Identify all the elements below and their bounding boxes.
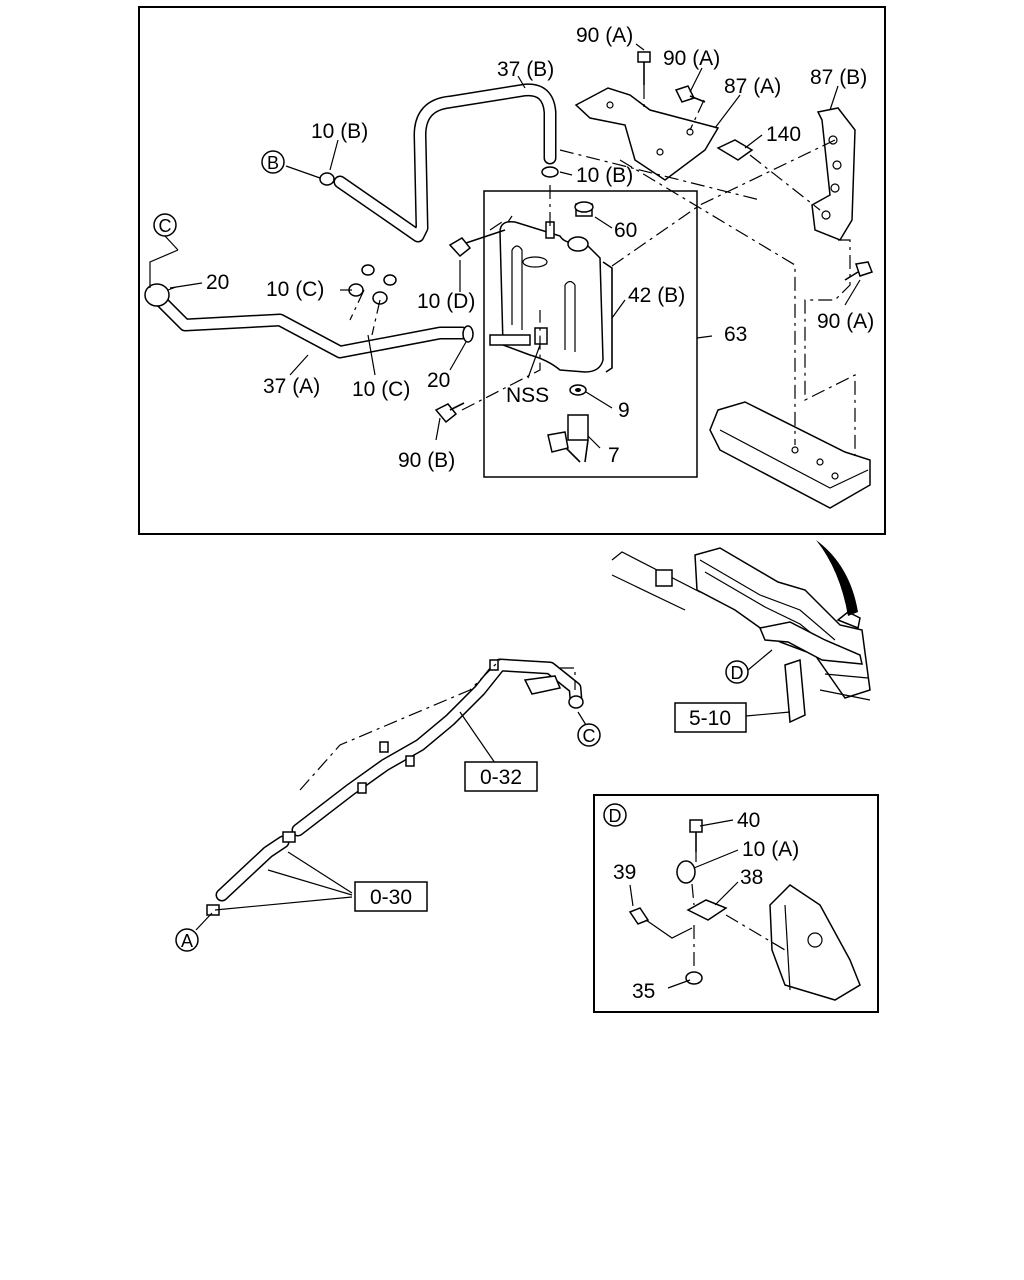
bolt-90a-right: [844, 261, 873, 281]
circle-ref-a: A: [175, 928, 199, 952]
label-20-1: 20: [206, 271, 229, 294]
label-37b: 37 (B): [497, 58, 554, 81]
label-10b-2: 10 (B): [576, 164, 633, 187]
circle-ref-b: B: [261, 150, 285, 174]
label-63: 63: [724, 323, 747, 346]
ref-box-0-30: 0-30: [354, 881, 428, 912]
circle-ref-c-pipe: C: [577, 723, 601, 747]
truck-frame-view: [611, 547, 871, 724]
circle-ref-a-label: A: [181, 931, 193, 951]
label-39: 39: [613, 861, 636, 884]
label-10b-1: 10 (B): [311, 120, 368, 143]
label-87a: 87 (A): [724, 75, 781, 98]
hose-37a: [153, 293, 469, 359]
label-90a-1: 90 (A): [576, 24, 633, 47]
ref-label-5-10: 5-10: [689, 707, 731, 730]
label-90a-2: 90 (A): [663, 47, 720, 70]
label-10d: 10 (D): [417, 290, 475, 313]
circle-ref-d-inset-label: D: [609, 806, 622, 826]
label-20-2: 20: [427, 369, 450, 392]
circle-ref-d-main: D: [725, 660, 749, 684]
bracket-87b: [811, 107, 856, 241]
washer-9: [569, 384, 587, 396]
label-10c-2: 10 (C): [352, 378, 410, 401]
frame-rail: [709, 401, 871, 509]
label-90b: 90 (B): [398, 449, 455, 472]
clamps-10c: [348, 264, 397, 305]
sensor-7: [547, 414, 589, 463]
label-42b: 42 (B): [628, 284, 685, 307]
ref-box-5-10: 5-10: [674, 702, 747, 733]
circle-ref-d-main-label: D: [731, 663, 744, 683]
zoom-arrow: [816, 540, 858, 616]
inset-d-parts: [628, 819, 861, 1001]
cap-60: [567, 201, 594, 252]
fitting-10d: [448, 229, 506, 258]
circle-ref-d-inset: D: [603, 803, 627, 827]
reservoir-tank: [489, 215, 613, 373]
main-diagram-frame: [138, 6, 886, 535]
clip-140: [716, 139, 754, 161]
label-7: 7: [608, 444, 620, 467]
label-9: 9: [618, 399, 630, 422]
ref-box-0-32: 0-32: [464, 761, 538, 792]
clamp-20-right: [462, 325, 474, 343]
hose-37b: [333, 83, 557, 243]
label-90a-3: 90 (A): [817, 310, 874, 333]
ref-label-0-32: 0-32: [480, 766, 522, 789]
label-38: 38: [740, 866, 763, 889]
bolt-90a-second: [674, 85, 706, 103]
clamp-10b-right: [541, 166, 559, 178]
inset-d-frame: [593, 794, 879, 1013]
circle-ref-b-label: B: [267, 153, 279, 173]
clamp-10b-left: [319, 172, 335, 186]
circle-ref-c-pipe-label: C: [583, 726, 596, 746]
label-37a: 37 (A): [263, 375, 320, 398]
circle-ref-c-top: C: [153, 213, 177, 237]
bolt-90a-top: [637, 51, 651, 85]
circle-ref-c-top-label: C: [159, 216, 172, 236]
bolt-90b: [434, 402, 465, 424]
tank-subframe: [483, 190, 698, 478]
label-10a: 10 (A): [742, 838, 799, 861]
label-40: 40: [737, 809, 760, 832]
ref-label-0-30: 0-30: [370, 886, 412, 909]
label-140: 140: [766, 123, 801, 146]
label-87b: 87 (B): [810, 66, 867, 89]
label-nss: NSS: [506, 384, 549, 407]
label-60: 60: [614, 219, 637, 242]
label-35: 35: [632, 980, 655, 1003]
pipe-assembly: [206, 658, 584, 916]
label-10c-1: 10 (C): [266, 278, 324, 301]
